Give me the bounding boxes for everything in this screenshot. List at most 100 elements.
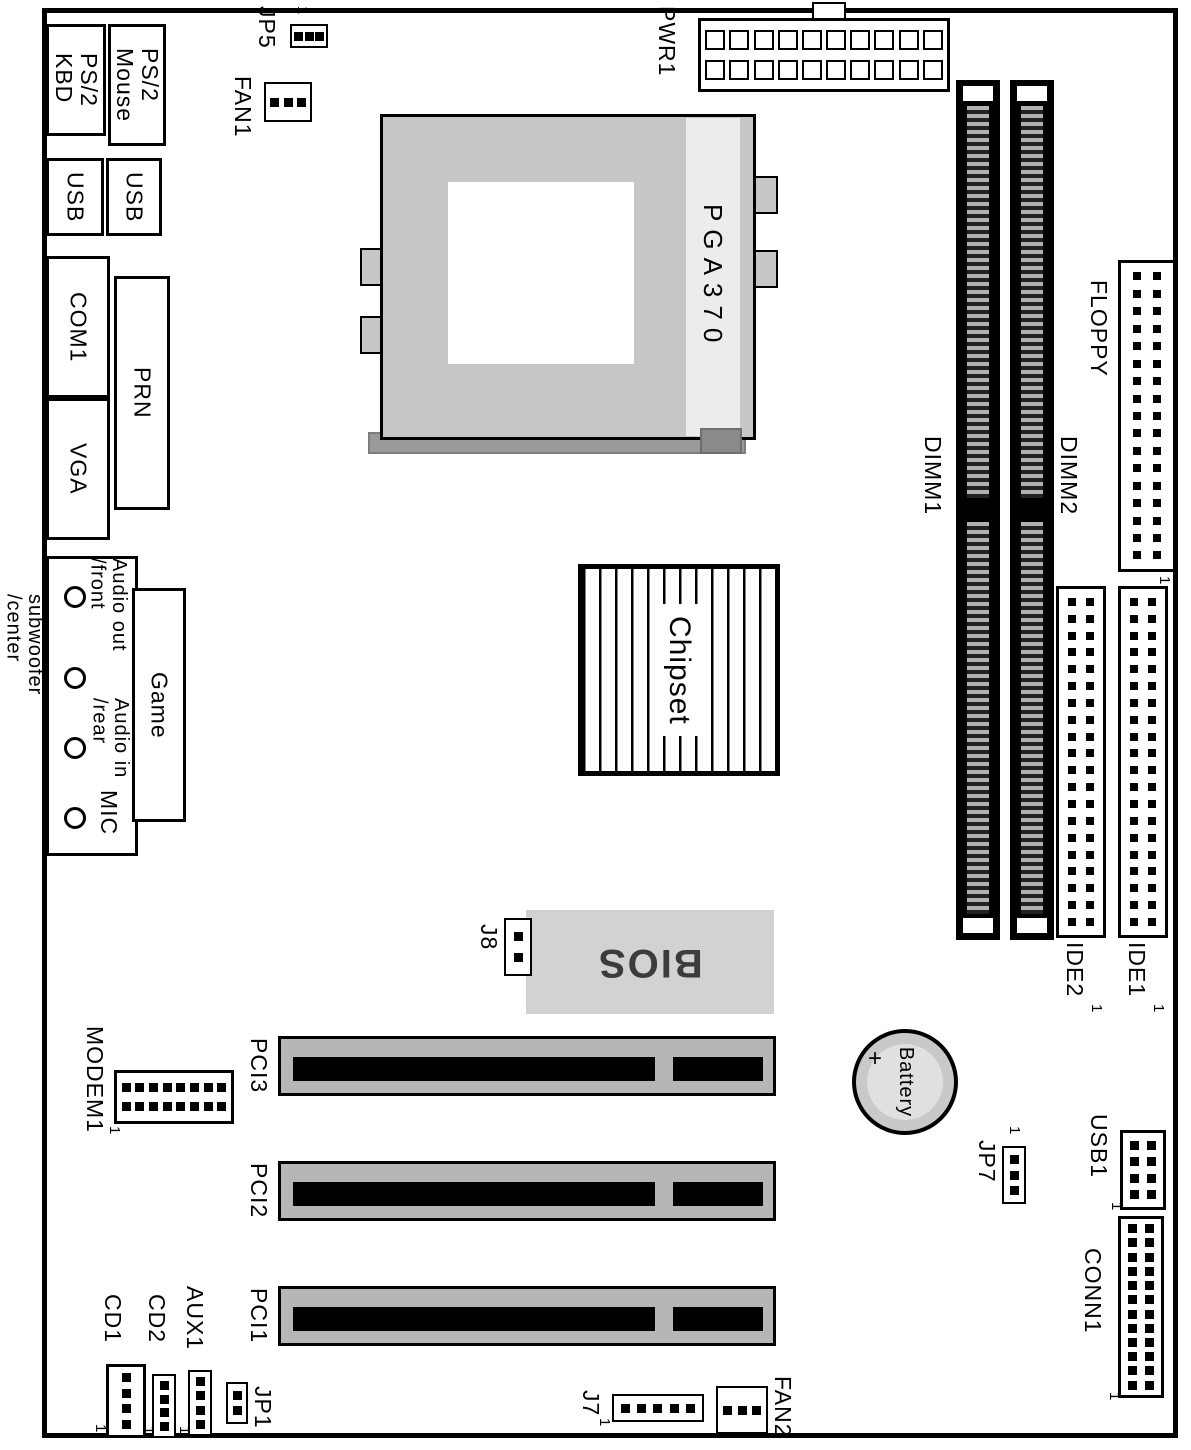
pin — [1147, 665, 1156, 674]
j7-pin1-marker: 1 — [596, 1418, 614, 1427]
vga-port: VGA — [46, 398, 110, 540]
pin — [1144, 1295, 1154, 1305]
game-port: Game — [132, 588, 186, 822]
ps2-mouse-label: PS/2 Mouse — [112, 47, 163, 123]
pin — [1147, 648, 1156, 657]
pin — [513, 932, 523, 941]
fan1-header — [264, 82, 312, 122]
ide2-label: IDE2 — [1061, 942, 1088, 998]
pin — [1144, 1281, 1154, 1291]
pin — [1153, 324, 1161, 333]
pin — [753, 59, 774, 80]
pin — [922, 59, 943, 80]
pin — [1153, 464, 1161, 473]
dimm2-contacts-lower — [1021, 522, 1043, 914]
pin — [1130, 1140, 1140, 1150]
pin — [723, 1405, 733, 1415]
cpu-socket-lever-tab — [700, 428, 742, 454]
fan2-header — [716, 1386, 768, 1434]
aux1-connector — [188, 1370, 212, 1436]
pin — [1130, 783, 1139, 792]
pin — [195, 1405, 205, 1415]
pin — [217, 1102, 227, 1111]
pin — [1128, 1337, 1138, 1347]
pin — [121, 1373, 131, 1383]
pin — [1133, 289, 1141, 298]
ide1-connector — [1118, 586, 1168, 938]
pin — [1130, 749, 1139, 758]
pin — [1128, 1238, 1138, 1248]
pin — [737, 1405, 747, 1415]
pin — [1147, 833, 1156, 842]
pin — [1128, 1352, 1138, 1362]
pin — [1130, 732, 1139, 741]
pin — [1068, 816, 1077, 825]
bios-label: BIOS — [597, 940, 703, 985]
pin — [195, 1391, 205, 1401]
battery: + Battery — [852, 1029, 958, 1135]
battery-inner — [867, 1044, 943, 1120]
pin — [1130, 715, 1139, 724]
jp5-jumper — [290, 24, 328, 48]
pin — [1068, 715, 1077, 724]
pin — [1068, 597, 1077, 606]
pin — [653, 1403, 663, 1413]
audio-out-label: Audio out /front — [86, 558, 131, 652]
pci3-slot — [278, 1036, 776, 1096]
j7-label: J7 — [577, 1390, 604, 1417]
pin — [1147, 732, 1156, 741]
jp1-jumper — [226, 1382, 248, 1424]
pin — [1153, 446, 1161, 455]
pin — [1085, 749, 1094, 758]
conn1-header — [1118, 1216, 1164, 1398]
pin — [1144, 1337, 1154, 1347]
pin — [1153, 359, 1161, 368]
pin — [751, 1405, 761, 1415]
pin — [232, 1406, 242, 1416]
usb-port-a: USB — [46, 158, 104, 236]
pin — [1085, 682, 1094, 691]
pin — [1085, 833, 1094, 842]
pci3-label: PCI3 — [245, 1038, 272, 1094]
pin — [1130, 816, 1139, 825]
pin — [1130, 799, 1139, 808]
aux1-pin1-marker: 1 — [176, 1426, 194, 1435]
pin — [1085, 631, 1094, 640]
pin — [1133, 551, 1141, 560]
dimm2-label: DIMM2 — [1055, 436, 1082, 516]
pin — [1085, 884, 1094, 893]
mic-jack — [64, 807, 86, 829]
usb-port-a-label: USB — [62, 171, 89, 223]
pin — [1130, 682, 1139, 691]
pin — [1130, 1157, 1140, 1167]
pin — [1128, 1252, 1138, 1262]
pin — [203, 1102, 213, 1111]
pin — [1133, 534, 1141, 542]
pin — [685, 1403, 695, 1413]
pin — [1133, 516, 1141, 525]
pin — [135, 1102, 145, 1111]
pin — [1153, 551, 1161, 560]
pin — [850, 59, 871, 80]
aux1-label: AUX1 — [181, 1286, 208, 1351]
pin — [1133, 499, 1141, 508]
j7-header — [612, 1394, 704, 1422]
pin — [189, 1102, 199, 1111]
pin — [1144, 1238, 1154, 1248]
pin — [1068, 648, 1077, 657]
pin — [1133, 272, 1141, 281]
pin — [1130, 631, 1139, 640]
pci3-slot-bar-short — [673, 1057, 763, 1081]
cd2-connector — [152, 1374, 176, 1438]
dimm2-contacts-upper — [1021, 106, 1043, 498]
usb-port-b-label: USB — [121, 171, 148, 223]
pin — [898, 30, 919, 51]
pin — [1147, 799, 1156, 808]
jp7-pin1-marker: 1 — [1006, 1126, 1024, 1135]
pin — [1085, 850, 1094, 859]
usb1-label: USB1 — [1085, 1114, 1112, 1179]
pin — [1133, 464, 1141, 473]
pin — [922, 30, 943, 51]
chipset-label: Chipset — [657, 603, 701, 737]
pin — [1009, 1186, 1019, 1196]
